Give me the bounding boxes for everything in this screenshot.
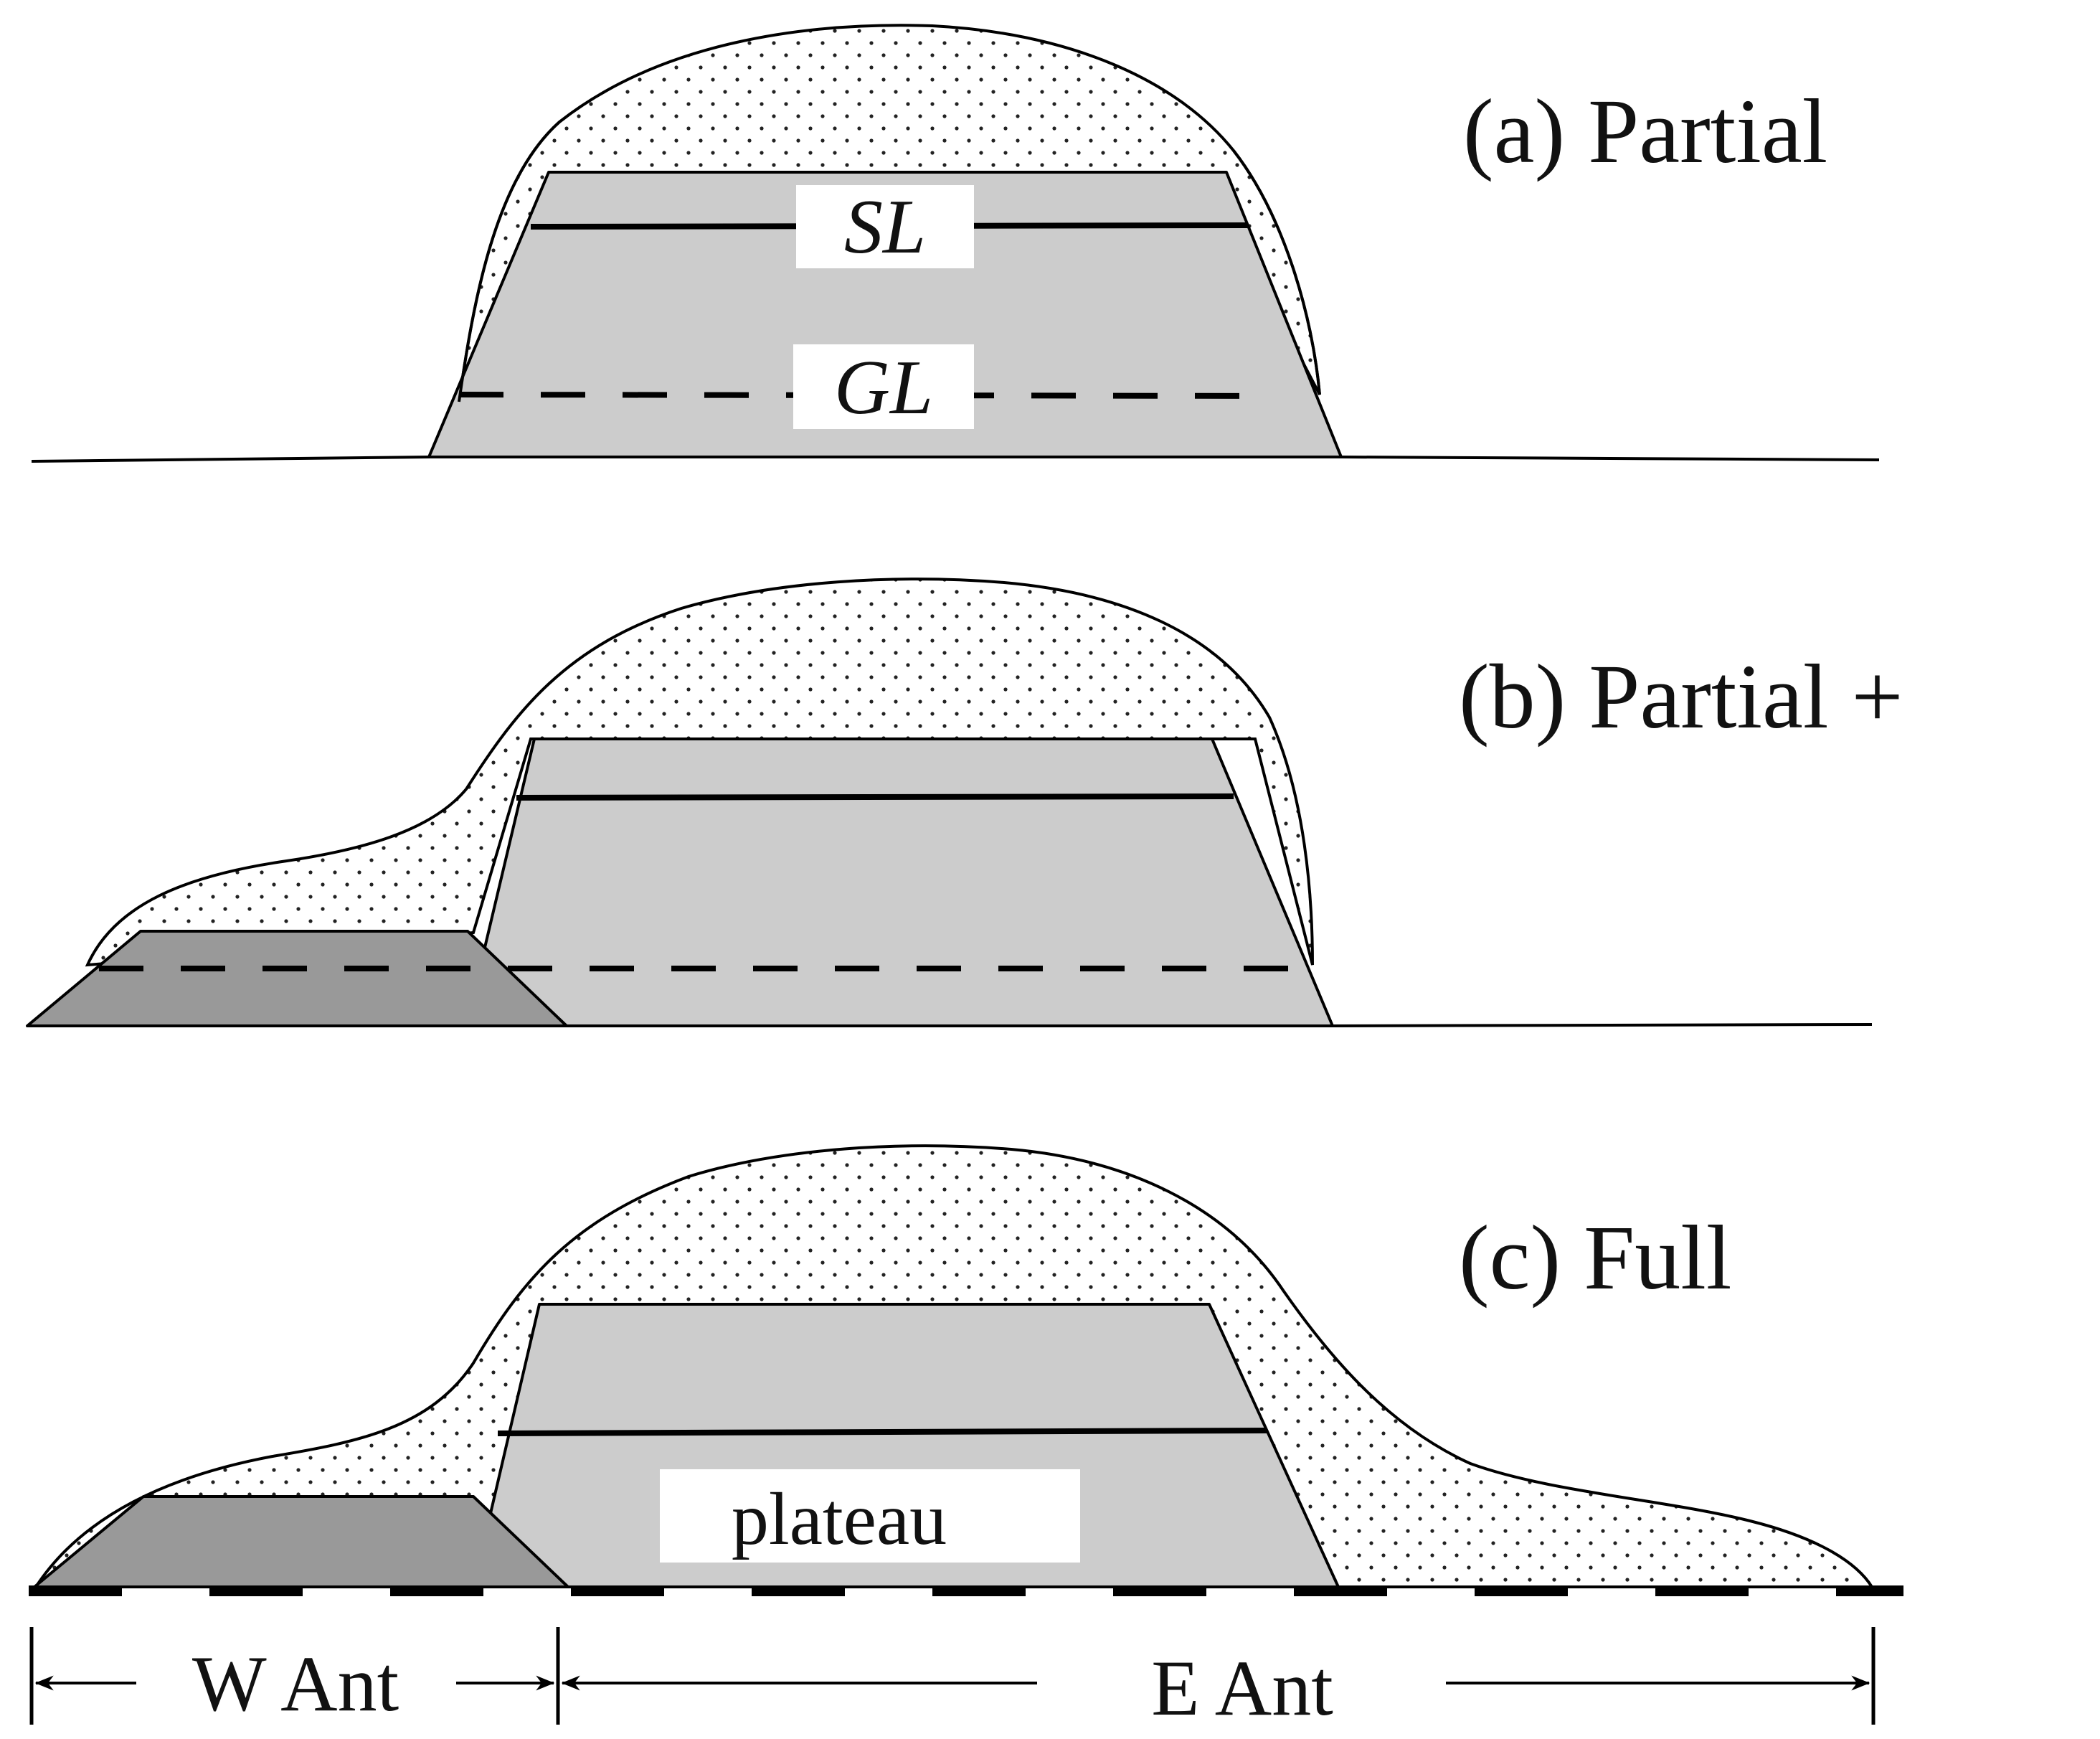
ice-sheet-b bbox=[85, 578, 1314, 967]
panel-a: SL GL (a) Partial bbox=[31, 24, 1880, 463]
sea-level-label: SL bbox=[844, 184, 926, 270]
ice-edge-right-a bbox=[1232, 149, 1321, 395]
ice-edge-left-a bbox=[458, 121, 561, 402]
east-antarctica-label: E Ant bbox=[1151, 1644, 1333, 1732]
sea-level-label-box bbox=[796, 185, 974, 268]
grounding-line-label: GL bbox=[834, 345, 933, 430]
region-scale-bar: W Ant E Ant bbox=[29, 1627, 1876, 1732]
panel-title-c: (c) Full bbox=[1459, 1207, 1731, 1309]
ground-line-b bbox=[1332, 1023, 1873, 1027]
panel-b: (b) Partial + bbox=[26, 578, 1903, 1027]
panel-title-a: (a) Partial bbox=[1463, 80, 1827, 182]
plateau-label: plateau bbox=[732, 1478, 947, 1560]
grounding-line-label-box bbox=[793, 344, 974, 429]
sea-level-line-c bbox=[497, 1428, 1267, 1436]
plateau-label-box bbox=[660, 1469, 1080, 1563]
sea-level-line-b bbox=[516, 793, 1234, 801]
west-antarctica-label: W Ant bbox=[192, 1640, 399, 1728]
bedrock-c-west bbox=[33, 1495, 569, 1588]
ground-line-right-a bbox=[1340, 456, 1880, 461]
bedrock-b-east bbox=[465, 737, 1334, 1027]
ground-line-left-a bbox=[31, 456, 431, 463]
panel-title-b: (b) Partial + bbox=[1459, 646, 1903, 748]
panel-c: plateau (c) Full bbox=[29, 1144, 1903, 1596]
